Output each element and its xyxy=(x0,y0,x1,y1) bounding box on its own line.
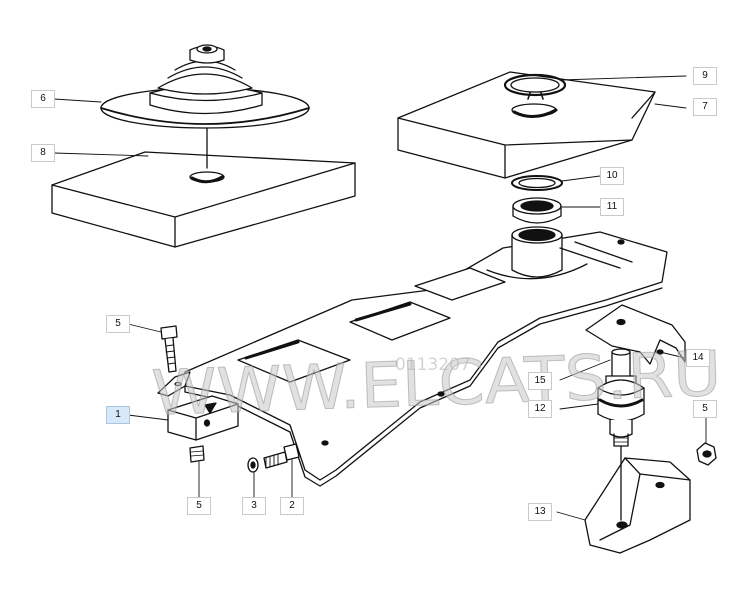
callout-10[interactable]: 10 xyxy=(600,167,624,185)
callout-11[interactable]: 11 xyxy=(600,198,624,216)
callout-1[interactable]: 1 xyxy=(106,406,130,424)
callout-8[interactable]: 8 xyxy=(31,144,55,162)
callout-5-right[interactable]: 5 xyxy=(693,400,717,418)
part-1-block xyxy=(167,395,239,441)
callout-12[interactable]: 12 xyxy=(528,400,552,418)
part-4-bolt xyxy=(160,325,178,373)
watermark-code: 0113207 xyxy=(395,355,471,375)
part-3-washer xyxy=(247,457,259,473)
part-6-boot xyxy=(100,44,310,169)
callout-9[interactable]: 9 xyxy=(693,67,717,85)
part-5-nut-right xyxy=(696,442,717,466)
callout-13[interactable]: 13 xyxy=(528,503,552,521)
callout-4[interactable]: 5 xyxy=(106,315,130,333)
part-9-circlip xyxy=(503,73,567,100)
part-10-ring xyxy=(511,175,563,191)
part-5-setscrew-left xyxy=(189,445,205,463)
callout-6[interactable]: 6 xyxy=(31,90,55,108)
callout-5-left[interactable]: 5 xyxy=(187,497,211,515)
callout-15[interactable]: 15 xyxy=(528,372,552,390)
callout-3[interactable]: 3 xyxy=(242,497,266,515)
part-13-bracket xyxy=(584,445,691,554)
part-11-bushing xyxy=(512,197,562,224)
part-12-mount xyxy=(597,348,645,447)
callout-2[interactable]: 2 xyxy=(280,497,304,515)
callout-14[interactable]: 14 xyxy=(686,349,710,367)
callout-7[interactable]: 7 xyxy=(693,98,717,116)
leader-lines xyxy=(53,75,707,521)
part-7-pad xyxy=(397,71,656,179)
part-15-bracket-plate xyxy=(157,226,668,487)
part-14-tab xyxy=(585,304,686,365)
part-8-plate xyxy=(51,151,356,248)
part-2-bolt xyxy=(263,443,300,469)
